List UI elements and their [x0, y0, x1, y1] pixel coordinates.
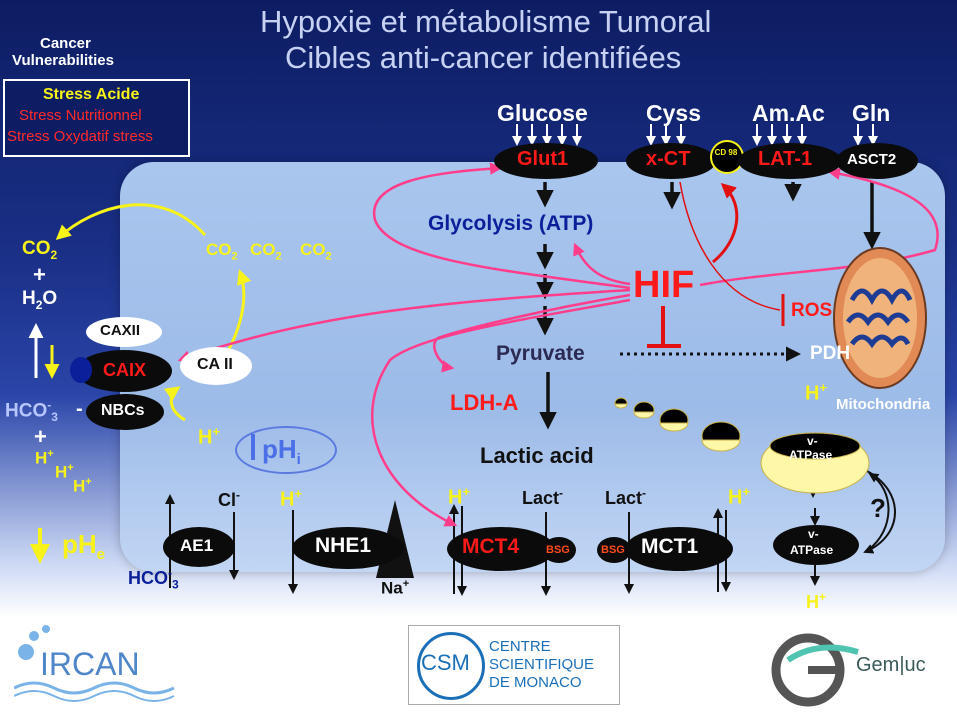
xct-transporter [626, 143, 716, 179]
ae1-label: AE1 [180, 536, 214, 555]
hplus-cluster-1: H+ [35, 448, 54, 468]
caix-label: CAIX [103, 360, 147, 380]
csm-circle [417, 632, 485, 700]
glut1-label: Glut1 [517, 148, 569, 170]
asct2-label: ASCT2 [847, 151, 897, 168]
question-mark: ? [870, 493, 886, 523]
vatpase-top-l2: ATPase [789, 448, 833, 462]
co2-in-1: CO2 [206, 240, 238, 263]
phi-ellipse [235, 426, 337, 474]
bsg-right-label: BSG [601, 544, 625, 556]
mct1-ellipse [625, 527, 733, 571]
co2-out: CO2 [22, 238, 58, 262]
amac-label: Am.Ac [752, 100, 825, 126]
legend-heading-2: Vulnerabilities [12, 52, 114, 69]
na-label: Na+ [381, 578, 410, 598]
glycolysis-label: Glycolysis (ATP) [428, 212, 594, 235]
lact-mct4: Lact- [522, 486, 564, 508]
ircan-logo: IRCAN [14, 622, 184, 708]
co2-in-3: CO2 [300, 240, 332, 263]
xct-label: x-CT [646, 148, 691, 170]
glucose-label: Glucose [497, 100, 588, 126]
csm-abbr: CSM [421, 650, 470, 675]
glut1-transporter [494, 143, 598, 179]
legend-stress-oxydatif: Stress Oxydatif stress [7, 128, 153, 145]
h2o-out: H2O [22, 288, 58, 312]
vatpase-hplus-out: H+ [806, 590, 827, 612]
mct4-ellipse [447, 527, 555, 571]
vesicles [614, 397, 870, 494]
title-line-1: Hypoxie et métabolisme Tumoral [260, 4, 712, 39]
co2-in-2: CO2 [250, 240, 282, 263]
mito-hplus: H+ [805, 380, 828, 405]
cl-label: Cl- [218, 488, 240, 510]
csm-line1: CENTRE [489, 638, 551, 655]
hco3-left: HCO-3 [5, 398, 58, 425]
ca2-label: CA II [197, 356, 233, 373]
hplus-mct4: H+ [448, 484, 471, 509]
legend-stress-nutritionnel: Stress Nutritionnel [19, 107, 142, 124]
gemluc-text: Gem|uc [856, 654, 926, 676]
mitochondria-shape [833, 247, 927, 389]
hif-label: HIF [633, 264, 695, 306]
ca2-ellipse [180, 347, 252, 385]
vatpase-bottom-l2: ATPase [790, 543, 834, 557]
hplus-cluster-2: H+ [55, 462, 74, 482]
hplus-nhe1: H+ [280, 486, 303, 511]
pdh-label: PDH [810, 343, 851, 364]
mitochondria-label: Mitochondria [836, 396, 931, 413]
csm-logo: CSM CENTRE SCIENTIFIQUE DE MONACO [408, 625, 620, 705]
mct1-label: MCT1 [641, 535, 699, 558]
hco3-dash: - [76, 398, 83, 420]
gemluc-logo: Gem|uc [768, 630, 948, 710]
lat1-transporter [738, 143, 842, 179]
plus-2: + [34, 424, 47, 449]
phi-up-arrow [251, 434, 255, 460]
cd98-label: CD 98 [714, 148, 738, 157]
nhe1-ellipse [292, 527, 404, 569]
vatpase-bottom [773, 525, 859, 565]
ldha-label: LDH-A [450, 390, 519, 415]
csm-line3: DE MONACO [489, 674, 582, 691]
lactic-acid-label: Lactic acid [480, 443, 594, 468]
phi-label: pHi [262, 434, 301, 469]
caix-knob [70, 357, 92, 383]
lat1-label: LAT-1 [758, 148, 813, 170]
legend-box [3, 79, 190, 157]
ros-label: ROS [791, 300, 833, 321]
phe-label: pHe [62, 529, 106, 564]
nbcs-label: NBCs [101, 402, 145, 419]
tumor-cell [120, 162, 945, 572]
bsg-left-label: BSG [546, 544, 570, 556]
hplus-mct1: H+ [728, 484, 751, 509]
gemluc-emblem [771, 633, 859, 707]
title-line-2: Cibles anti-cancer identifiées [285, 40, 682, 75]
nbcs-ellipse [86, 394, 164, 430]
ae1-ellipse [163, 527, 235, 567]
mct4-label: MCT4 [462, 535, 520, 558]
legend-heading-1: Cancer [40, 35, 91, 52]
plus-1: + [33, 262, 46, 287]
gln-label: Gln [852, 100, 891, 126]
csm-line2: SCIENTIFIQUE [489, 656, 595, 673]
hplus-cluster-3: H+ [73, 476, 92, 496]
glucose-input-arrows [512, 124, 878, 146]
bsg-left [542, 537, 576, 563]
hplus-nbcs: H+ [198, 424, 221, 449]
vatpase-top-l1: v- [807, 434, 818, 448]
cyss-label: Cyss [646, 100, 701, 126]
pyruvate-label: Pyruvate [496, 342, 585, 365]
ircan-emblem [14, 625, 175, 702]
caxii-label: CAXII [100, 322, 141, 339]
vatpase-bottom-l1: v- [808, 527, 819, 541]
caxii-ellipse [86, 317, 162, 347]
caix-ellipse [76, 350, 172, 392]
nhe1-label: NHE1 [315, 534, 372, 557]
lact-mct1: Lact- [605, 486, 647, 508]
ircan-text: IRCAN [40, 646, 140, 682]
asct2-transporter [836, 143, 918, 179]
legend-stress-acide: Stress Acide [43, 86, 140, 103]
hco3-bottom: HCO-3 [128, 566, 179, 592]
